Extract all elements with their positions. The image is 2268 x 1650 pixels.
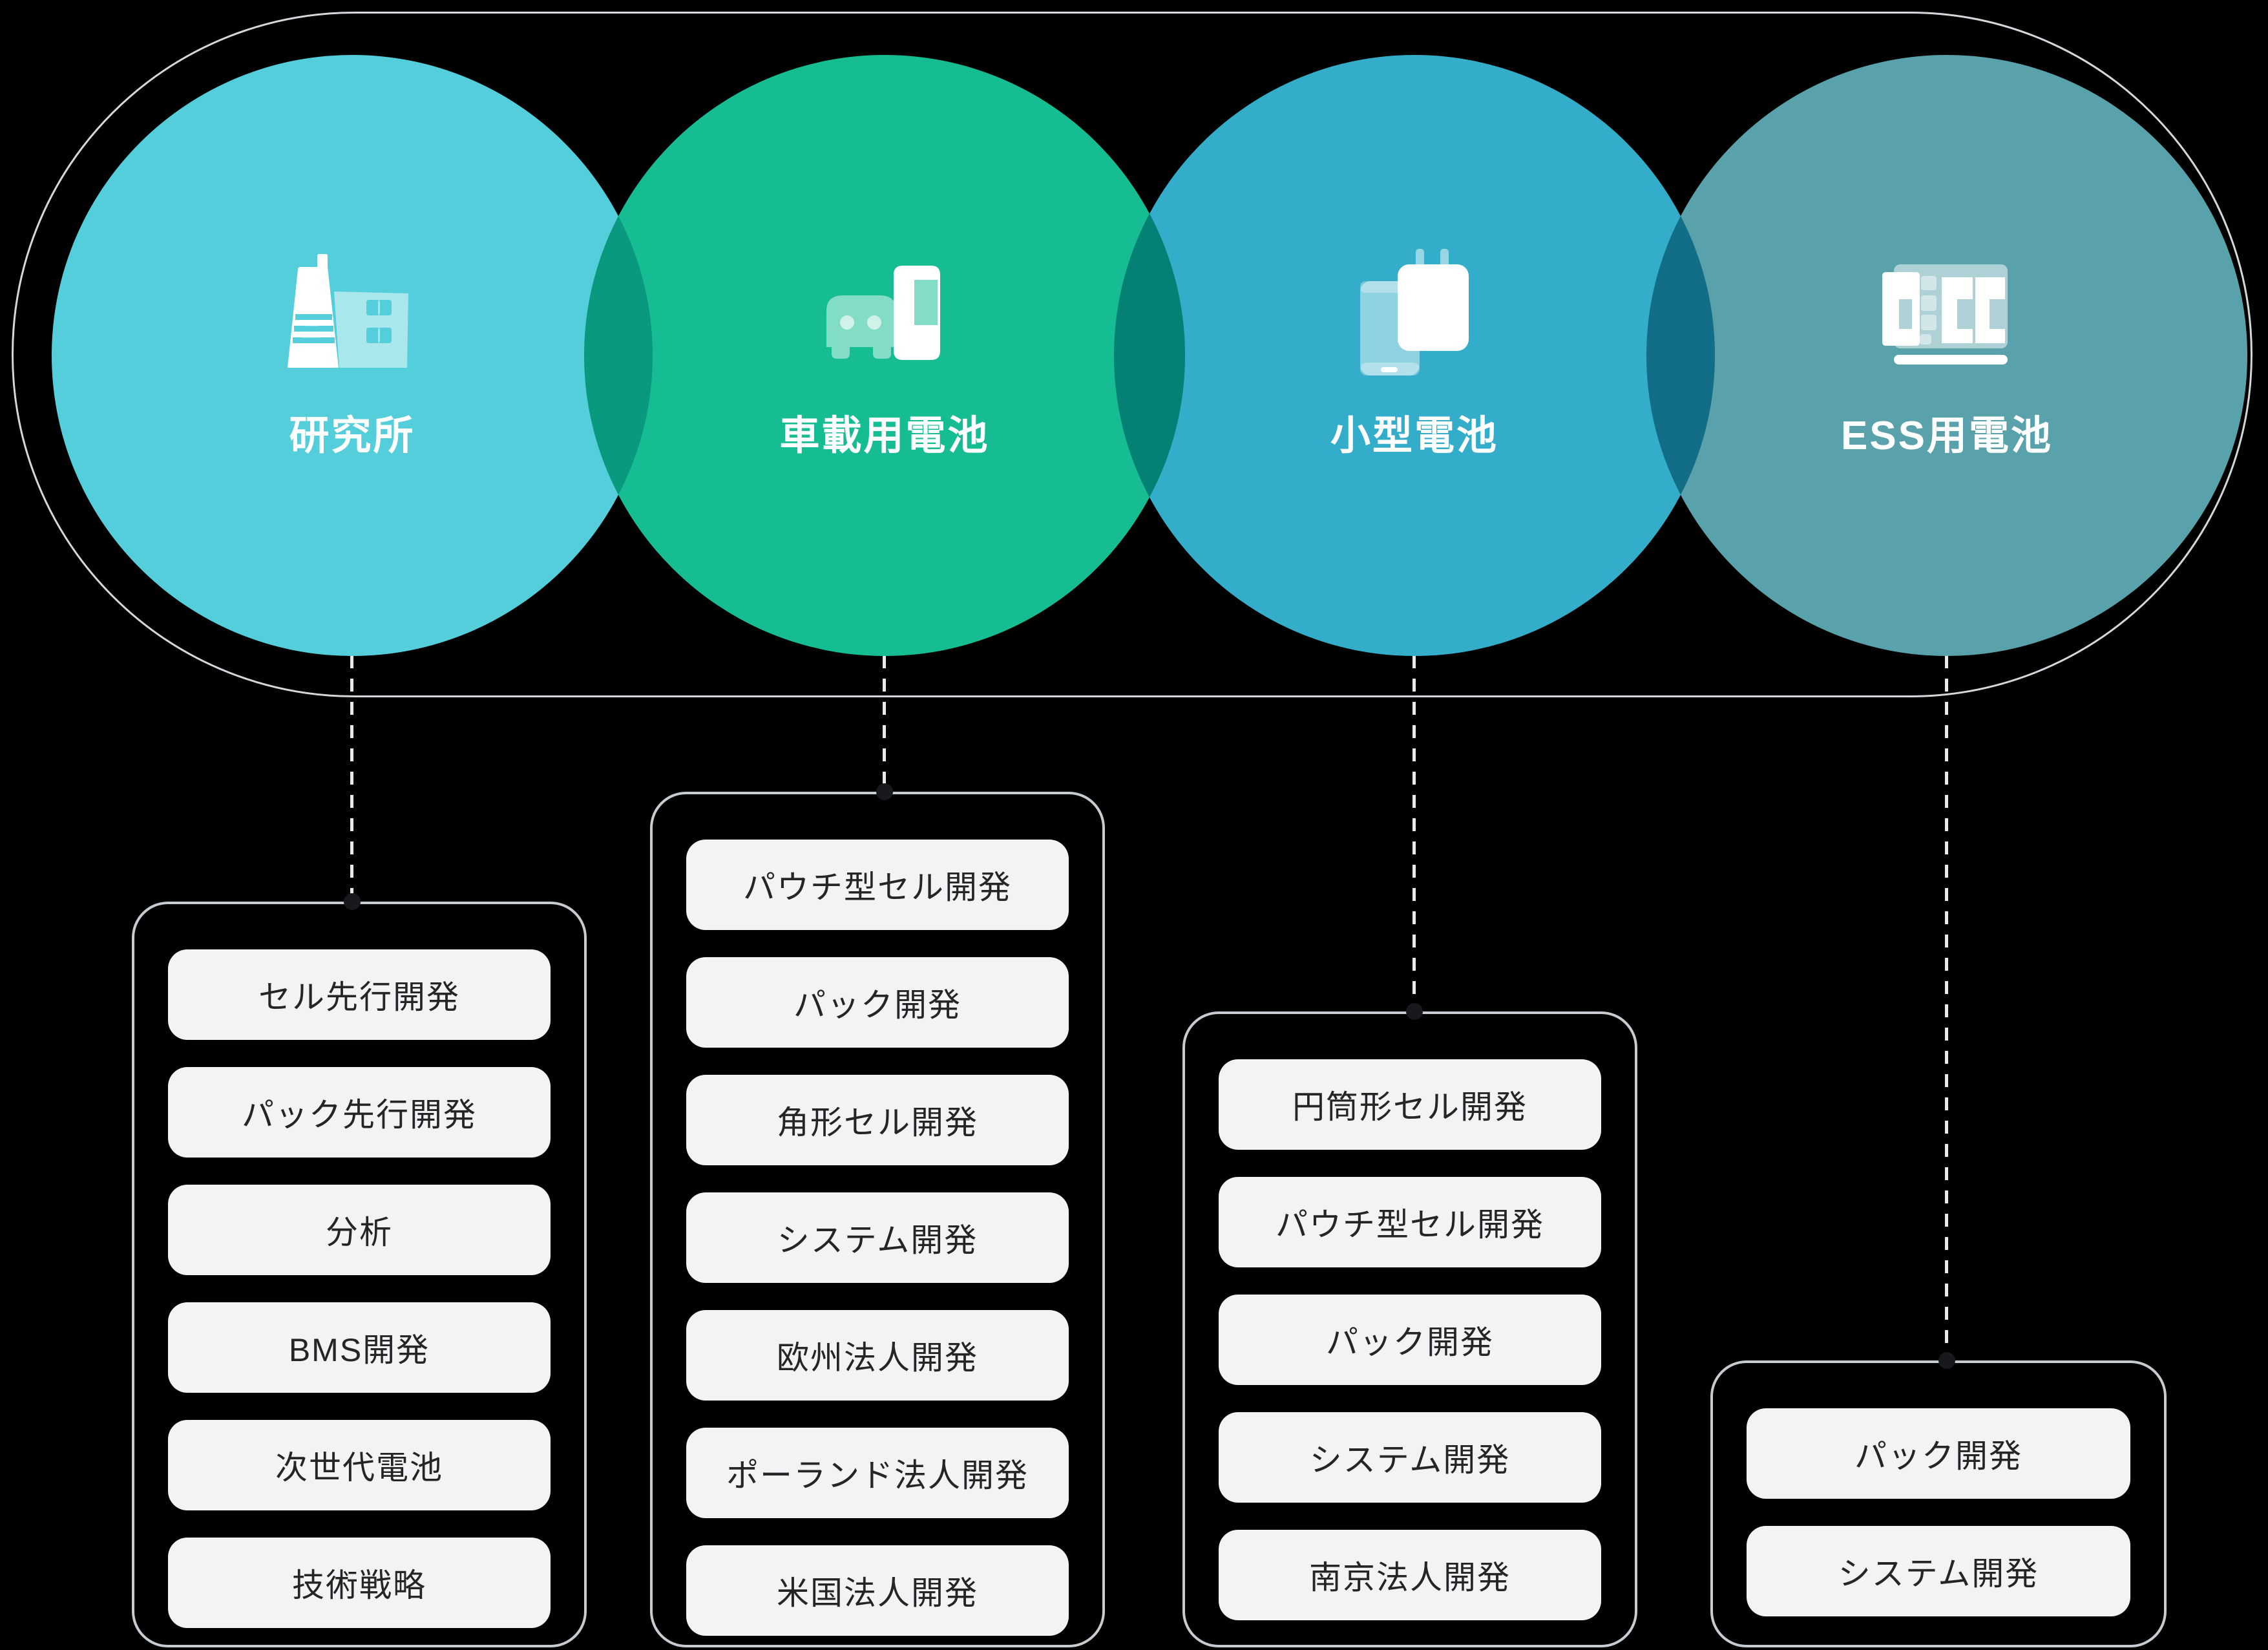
org-item: 分析 <box>168 1185 551 1275</box>
org-item: 欧州法人開発 <box>686 1310 1069 1401</box>
connector-dot-lab <box>344 893 361 910</box>
org-item: パウチ型セル開発 <box>686 840 1069 930</box>
org-item: 円筒形セル開発 <box>1219 1059 1601 1150</box>
org-item: セル先行開発 <box>168 949 551 1040</box>
connector-dot-automotive <box>876 783 893 800</box>
org-column-ess: パック開発システム開発 <box>1710 1360 2167 1647</box>
connector-dot-small-battery <box>1406 1003 1423 1020</box>
venn-label-automotive: 車載用電池 <box>779 414 990 458</box>
car-battery-icon <box>820 249 949 378</box>
venn-label-lab: 研究所 <box>289 414 415 458</box>
org-item: 南京法人開発 <box>1219 1530 1601 1620</box>
venn-outline <box>12 12 2252 697</box>
org-item: パック先行開発 <box>168 1067 551 1158</box>
connector-line-ess <box>1945 655 1948 1360</box>
venn-label-small-battery: 小型電池 <box>1330 414 1498 458</box>
connector-dot-ess <box>1938 1352 1955 1369</box>
org-item: ポーランド法人開発 <box>686 1428 1069 1518</box>
org-item: パック開発 <box>686 957 1069 1048</box>
venn-circle-lab: 研究所 <box>52 55 653 656</box>
org-item: システム開発 <box>1747 1526 2130 1616</box>
org-item: 技術戦略 <box>168 1538 551 1628</box>
venn-label-ess: ESS用電池 <box>1840 414 2053 458</box>
venn-circle-automotive: 車載用電池 <box>584 55 1185 656</box>
org-column-automotive: パウチ型セル開発パック開発角形セル開発システム開発欧州法人開発ポーランド法人開発… <box>650 792 1105 1647</box>
venn-circle-ess: ESS用電池 <box>1646 55 2247 656</box>
connector-line-small-battery <box>1412 655 1416 1011</box>
connector-line-lab <box>350 655 353 902</box>
org-item: 米国法人開発 <box>686 1545 1069 1636</box>
org-item: システム開発 <box>686 1192 1069 1283</box>
org-column-lab: セル先行開発パック先行開発分析 BMS開発次世代電池技術戦略 <box>132 902 587 1647</box>
org-item: パック開発 <box>1747 1408 2130 1499</box>
phone-charger-icon <box>1350 249 1479 378</box>
org-item: パック開発 <box>1219 1295 1601 1385</box>
org-item: システム開発 <box>1219 1412 1601 1503</box>
org-item: 次世代電池 <box>168 1420 551 1510</box>
connector-line-automotive <box>883 655 886 792</box>
org-item: BMS開発 <box>168 1302 551 1393</box>
venn-circle-small-battery: 小型電池 <box>1114 55 1715 656</box>
org-item: パウチ型セル開発 <box>1219 1177 1601 1267</box>
org-item: 角形セル開発 <box>686 1075 1069 1165</box>
ess-battery-module-icon <box>1882 249 2011 378</box>
lab-building-icon <box>288 249 417 378</box>
org-column-small-battery: 円筒形セル開発パウチ型セル開発パック開発システム開発南京法人開発 <box>1182 1011 1637 1647</box>
venn-diagram: 研究所 車載用電池 小型電池 <box>0 0 2268 776</box>
